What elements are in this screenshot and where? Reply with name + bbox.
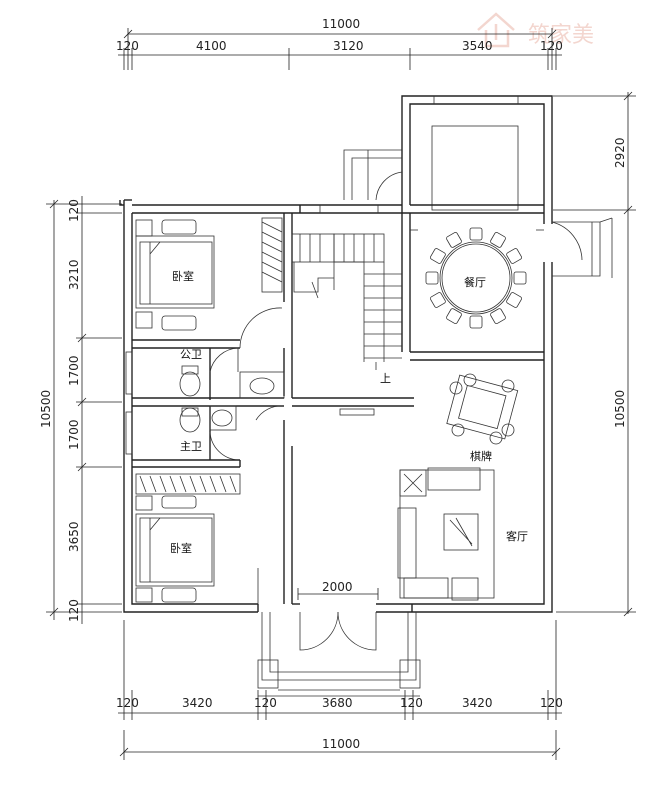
bottom-seg-4: 3680 <box>322 696 353 710</box>
left-dimensions: 10500 120 3210 1700 1700 3650 120 <box>39 196 122 624</box>
bottom-seg-7: 120 <box>540 696 563 710</box>
dining-chair <box>490 232 506 248</box>
left-seg-6: 120 <box>67 599 81 622</box>
bathrooms: 公卫 主卫 <box>125 348 275 455</box>
top-dimensions: 11000 120 4100 3120 3540 120 <box>116 17 563 70</box>
dining-chair <box>506 292 522 308</box>
top-seg-4: 3540 <box>462 39 493 53</box>
right-upper-dim: 2920 <box>613 137 627 168</box>
bottom-seg-5: 120 <box>400 696 423 710</box>
dining-chair <box>446 232 462 248</box>
chess-room: 棋牌 <box>446 373 519 463</box>
living-room: 客厅 <box>397 467 528 601</box>
dining-chair <box>430 292 446 308</box>
bottom-total-dim: 11000 <box>322 737 360 751</box>
public-bath-label: 公卫 <box>180 348 202 361</box>
dining-chair <box>425 271 439 285</box>
top-seg-1: 120 <box>116 39 139 53</box>
bottom-seg-6: 3420 <box>462 696 493 710</box>
dining-chair <box>506 248 522 264</box>
top-seg-5: 120 <box>540 39 563 53</box>
interior-walls <box>132 213 544 613</box>
left-total-dim: 10500 <box>39 390 53 428</box>
master-bath-label: 主卫 <box>180 440 202 453</box>
stair-up-label: 上 <box>380 372 391 385</box>
top-seg-3: 3120 <box>333 39 364 53</box>
bedroom-bottom: 卧室 <box>135 473 259 604</box>
dining-chair <box>446 308 462 324</box>
entrance: 2000 <box>257 580 421 697</box>
dining-chair <box>513 271 527 285</box>
brand-logo: 筑家美 <box>477 12 594 48</box>
bedroom-top: 卧室 <box>135 217 283 331</box>
right-main-dim: 10500 <box>613 390 627 428</box>
dining-chair <box>430 248 446 264</box>
dining-room: 餐厅 <box>410 227 544 329</box>
dining-chair <box>469 227 483 241</box>
dining-chair <box>490 308 506 324</box>
staircase: 上 <box>291 233 402 385</box>
entrance-width-dim: 2000 <box>322 580 353 594</box>
bottom-dimensions: 120 3420 120 3680 120 3420 120 11000 <box>116 620 563 760</box>
dining-label: 餐厅 <box>464 275 486 289</box>
right-dimensions: 2920 10500 <box>553 91 636 617</box>
bedroom-bottom-label: 卧室 <box>170 541 192 555</box>
exterior-walls <box>119 95 613 613</box>
left-seg-1: 120 <box>67 199 81 222</box>
chess-label: 棋牌 <box>470 449 492 463</box>
brand-name: 筑家美 <box>528 23 594 48</box>
left-seg-2: 3210 <box>67 259 81 290</box>
top-seg-2: 4100 <box>196 39 227 53</box>
left-seg-4: 1700 <box>67 419 81 450</box>
top-total-dim: 11000 <box>322 17 360 31</box>
dining-chair <box>469 315 483 329</box>
left-seg-5: 3650 <box>67 521 81 552</box>
bottom-seg-3: 120 <box>254 696 277 710</box>
left-seg-3: 1700 <box>67 355 81 386</box>
bottom-seg-2: 3420 <box>182 696 213 710</box>
bottom-seg-1: 120 <box>116 696 139 710</box>
living-label: 客厅 <box>506 529 528 543</box>
bedroom-top-label: 卧室 <box>172 269 194 283</box>
